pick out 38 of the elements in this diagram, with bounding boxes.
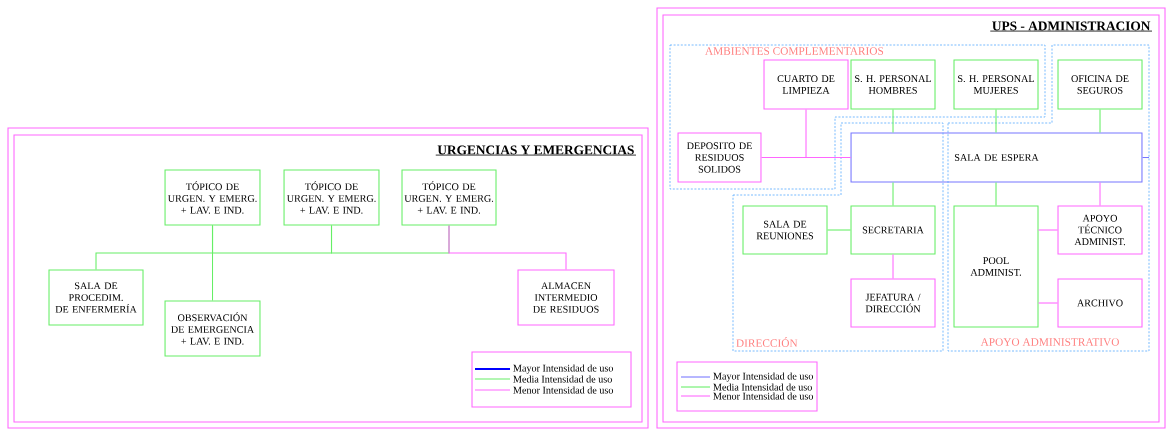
connector-line — [995, 182, 997, 206]
room-box: SECRETARIA — [850, 205, 936, 255]
connector-line — [995, 109, 997, 133]
room-box: S. H. PERSONAL HOMBRES — [850, 59, 936, 110]
room-box: TÓPICO DE URGEN. Y EMERG. + LAV. E IND. — [401, 169, 497, 226]
room-box: SALA DE PROCEDIM. DE ENFERMERÍA — [48, 269, 144, 326]
room-box: TÓPICO DE URGEN. Y EMERG. + LAV. E IND. — [283, 169, 380, 226]
connector-line — [1099, 182, 1101, 206]
room-box: OBSERVACIÓN DE EMERGENCIA + LAV. E IND. — [164, 300, 261, 357]
connector-line — [892, 182, 894, 206]
room-box: CUARTO DE LIMPIEZA — [763, 59, 849, 110]
legend-text: Menor Intensidad de uso — [713, 392, 814, 400]
connector-line — [892, 254, 894, 279]
room-box: APOYO TÉCNICO ADMINIST. — [1057, 205, 1143, 255]
legend-text: Media Intensidad de uso — [713, 383, 812, 391]
connector-line — [1099, 109, 1101, 133]
room-box: S. H. PERSONAL MUJERES — [953, 59, 1039, 110]
connector-line — [892, 109, 894, 133]
room-box: POOL ADMINIST. — [953, 205, 1039, 328]
room-box: ALMACEN INTERMEDIO DE RESIDUOS — [517, 269, 615, 326]
room-box: ARCHIVO — [1057, 278, 1143, 328]
room-box: JEFATURA / DIRECCIÓN — [850, 278, 936, 328]
legend-text: Menor Intensidad de uso — [513, 386, 614, 394]
room-box: OFICINA DE SEGUROS — [1057, 59, 1143, 110]
legend-text: Mayor Intensidad de uso — [513, 364, 614, 374]
room-box: SALA DE REUNIONES — [742, 205, 828, 255]
room-box: TÓPICO DE URGEN. Y EMERG. + LAV. E IND. — [164, 169, 261, 226]
room-box: SALA DE ESPERA — [850, 132, 1143, 183]
connector-line — [760, 156, 852, 159]
legend-text: Mayor Intensidad de uso — [713, 372, 814, 382]
connector-line — [1141, 156, 1150, 159]
connector-line — [1038, 302, 1058, 304]
connector-line — [1038, 229, 1058, 231]
legend-text: Media Intensidad de uso — [513, 375, 612, 383]
connector-line — [827, 229, 851, 231]
connector-line — [211, 224, 333, 254]
room-box: DEPOSITO DE RESIDUOS SOLIDOS — [677, 132, 762, 183]
connector-line — [448, 224, 567, 271]
